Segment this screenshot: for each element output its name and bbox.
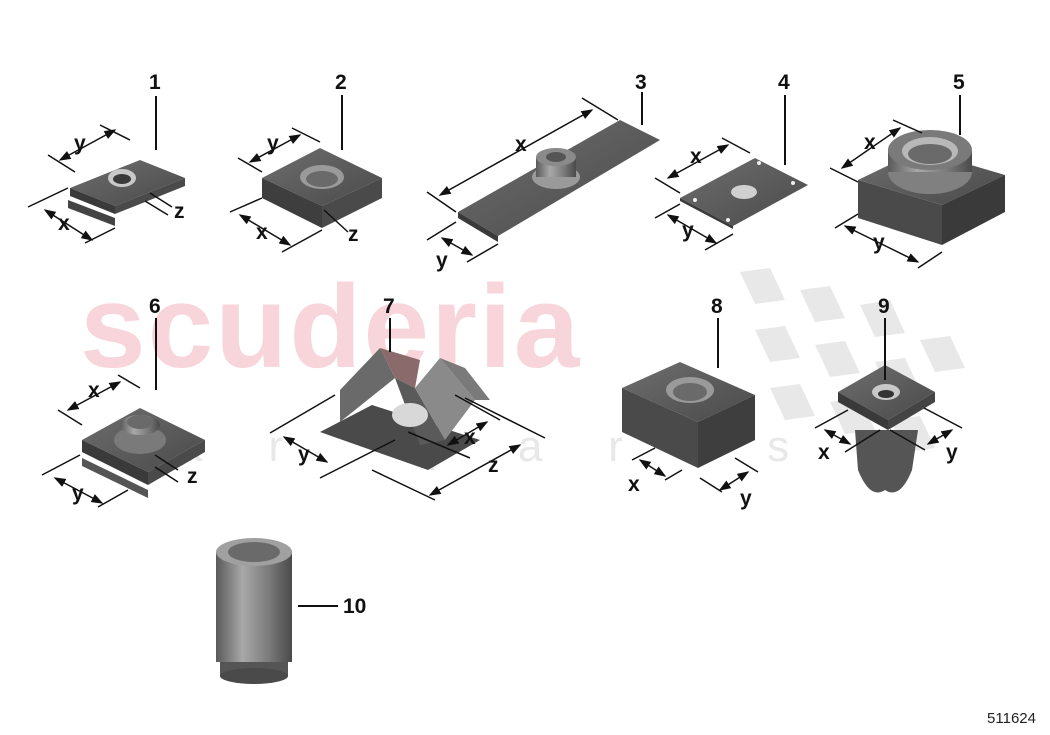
part-6-speed-clip-nut[interactable] [41, 318, 205, 508]
part-8-cage-nut[interactable] [622, 318, 759, 493]
dim-1-x: x [58, 212, 70, 235]
dim-8-y: y [740, 487, 752, 510]
part-4-square-plate[interactable] [654, 95, 808, 251]
part-5-square-weld-nut[interactable] [829, 95, 1005, 269]
dim-6-y: y [72, 482, 84, 505]
callout-9: 9 [878, 295, 890, 318]
dim-1-y: y [74, 132, 86, 155]
dim-4-x: x [690, 145, 702, 168]
callout-4: 4 [778, 71, 790, 94]
dim-8-x: x [628, 473, 640, 496]
part-2-square-nut[interactable] [229, 95, 382, 253]
diagram-id: 511624 [987, 710, 1036, 727]
dim-3-x: x [515, 133, 527, 156]
checkered-flag-watermark [740, 268, 965, 452]
dim-6-z: z [187, 465, 198, 488]
dim-7-y: y [298, 443, 310, 466]
dim-7-x: x [464, 426, 476, 449]
dim-6-x: x [88, 379, 100, 402]
callout-2: 2 [335, 71, 347, 94]
dim-5-x: x [864, 131, 876, 154]
callout-3: 3 [635, 71, 647, 94]
watermark-brand: scuderia [80, 261, 582, 393]
dim-1-z: z [174, 200, 185, 223]
part-10-threaded-sleeve[interactable] [216, 538, 338, 684]
callout-10: 10 [343, 595, 367, 618]
part-9-expansion-nut[interactable] [814, 318, 963, 493]
dim-5-y: y [873, 231, 885, 254]
dim-2-x: x [256, 221, 268, 244]
part-3-weld-nut-plate[interactable] [426, 92, 660, 263]
dim-2-y: y [267, 132, 279, 155]
callout-6: 6 [149, 295, 161, 318]
dim-4-y: y [682, 219, 694, 242]
callout-5: 5 [953, 71, 965, 94]
part-7-spring-clip[interactable] [269, 318, 546, 501]
callout-7: 7 [383, 295, 395, 318]
dim-9-y: y [946, 441, 958, 464]
dim-3-y: y [436, 249, 448, 272]
dim-2-z: z [348, 223, 359, 246]
part-1-clip-nut[interactable] [27, 96, 185, 244]
callout-1: 1 [149, 71, 161, 94]
dim-7-z: z [488, 454, 499, 477]
dim-9-x: x [818, 441, 830, 464]
callout-8: 8 [711, 295, 723, 318]
